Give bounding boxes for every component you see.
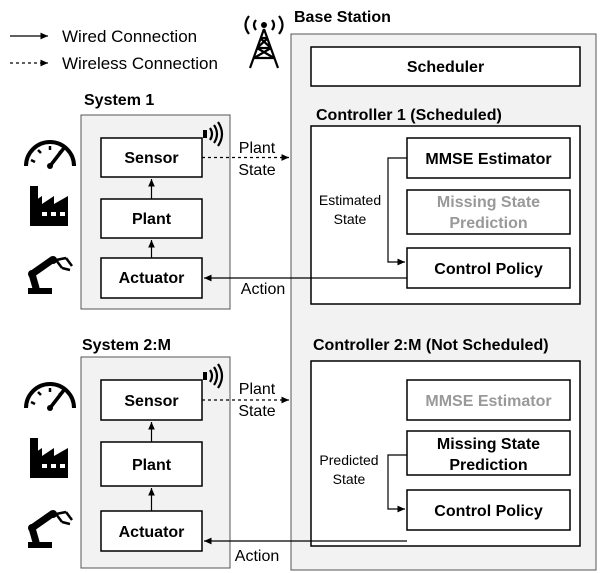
system2-title: System 2:M — [82, 337, 171, 354]
controller1-control-label: Control Policy — [434, 261, 543, 278]
system1-plant-state-label-1: Plant — [239, 140, 276, 157]
controller2-feedback-arrow — [387, 454, 407, 513]
scheduler-label: Scheduler — [407, 59, 484, 76]
controller1-missing-label-2: Prediction — [449, 215, 527, 232]
system1-plant-state-label-2: State — [238, 162, 275, 179]
scheduler-box — [310, 46, 581, 87]
controller2-mmse-box — [406, 379, 571, 421]
system2-plant-state-label-2: State — [238, 403, 275, 420]
system1-action-label: Action — [241, 281, 285, 298]
controller2-control-label: Control Policy — [434, 503, 543, 520]
system1-plant-label: Plant — [132, 211, 172, 228]
system2-plant-box — [100, 441, 203, 487]
factory-icon — [30, 438, 68, 478]
controller1-mmse-label: MMSE Estimator — [425, 151, 551, 168]
legend-wired-label: Wired Connection — [62, 27, 197, 46]
system2-sensor-box — [100, 379, 203, 421]
system2-action-label: Action — [235, 548, 279, 565]
system1-sensor-label: Sensor — [124, 150, 178, 167]
system1-actuator-label: Actuator — [119, 270, 185, 287]
controller1-missing-box — [406, 189, 571, 235]
system2-sensor-label: Sensor — [124, 393, 178, 410]
controller2-title: Controller 2:M (Not Scheduled) — [313, 337, 549, 354]
controller1-feedback-arrow — [387, 157, 407, 266]
system2-plant-label: Plant — [132, 457, 172, 474]
system2-plant-state-label-1: Plant — [239, 381, 276, 398]
controller1-feedback-label-2: State — [334, 211, 367, 227]
factory-icon — [30, 186, 68, 226]
robot-arm-icon — [28, 510, 73, 548]
controller1-feedback-label-1: Estimated — [319, 192, 381, 208]
controller1-control-box — [406, 247, 571, 289]
speedometer-icon — [24, 140, 76, 169]
legend-wireless-label: Wireless Connection — [62, 54, 218, 73]
system2-actuator-label: Actuator — [119, 524, 185, 541]
system1-title: System 1 — [84, 92, 154, 109]
legend: Wired Connection Wireless Connection — [10, 27, 218, 73]
base-station-title: Base Station — [294, 9, 391, 26]
controller2-feedback-label-1: Predicted — [319, 452, 378, 468]
controller1-missing-label-1: Missing State — [437, 194, 540, 211]
controller2-missing-label-2: Prediction — [449, 457, 527, 474]
controller1-title: Controller 1 (Scheduled) — [316, 107, 502, 124]
speedometer-icon — [24, 382, 76, 411]
system2-wireless-icon — [203, 363, 224, 389]
controller2-feedback-label-2: State — [333, 471, 366, 487]
controller2-missing-box — [406, 430, 571, 476]
system1-sensor-box — [100, 137, 203, 178]
controller2-mmse-label: MMSE Estimator — [425, 393, 551, 410]
controller2-missing-label-1: Missing State — [437, 436, 540, 453]
controller2-control-box — [406, 489, 571, 531]
system1-wireless-icon — [203, 121, 224, 147]
antenna-tower-icon — [244, 15, 284, 69]
system1-plant-box — [100, 198, 203, 239]
robot-arm-icon — [28, 256, 73, 294]
